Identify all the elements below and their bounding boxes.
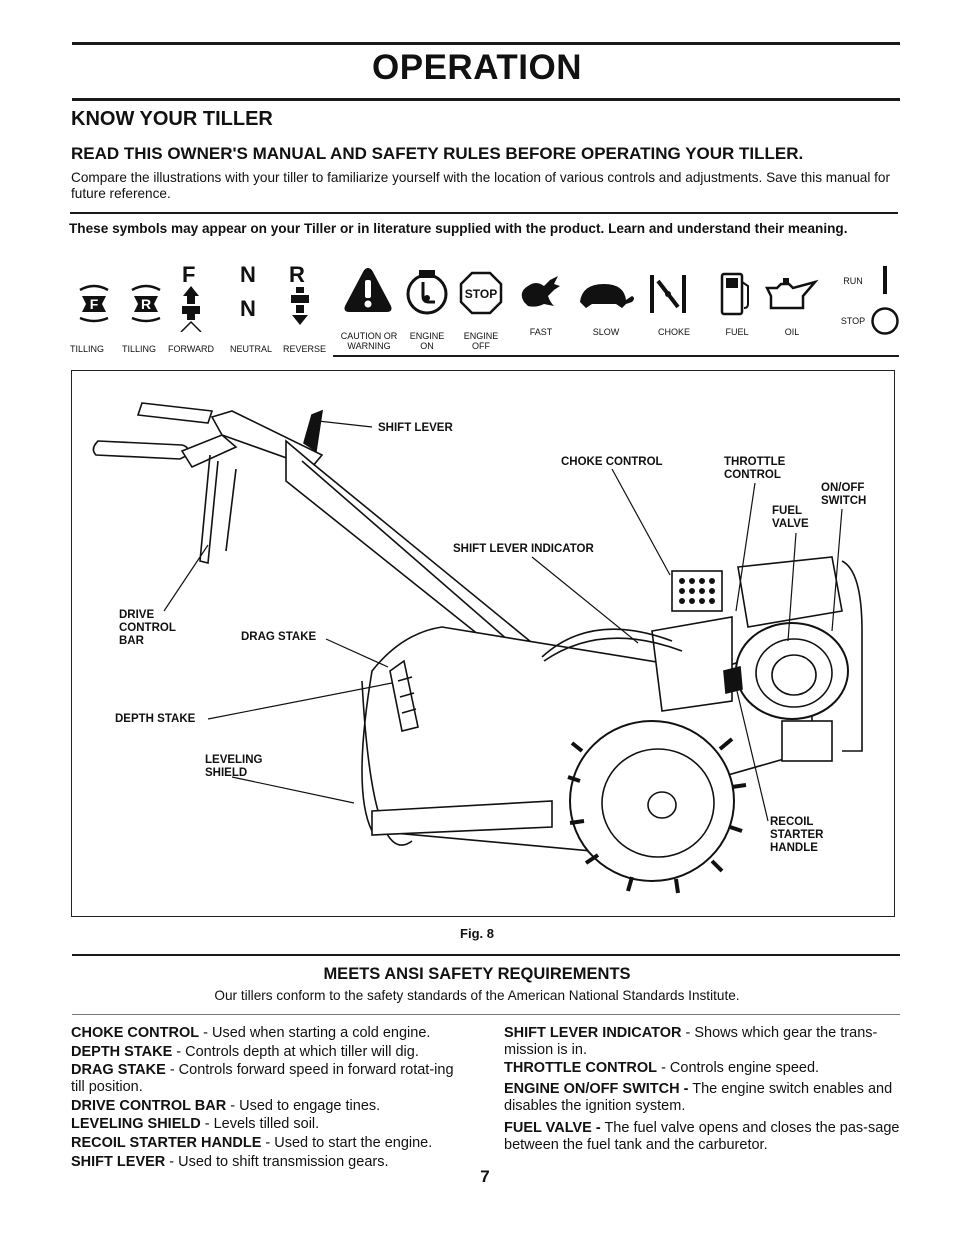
definition-shift-lever: SHIFT LEVER - Used to shift transmission… xyxy=(71,1154,389,1170)
top-rule xyxy=(72,42,900,45)
definition-drive-control-bar: DRIVE CONTROL BAR - Used to engage tines… xyxy=(71,1098,381,1114)
engine-off-stop-icon: STOP xyxy=(459,271,503,315)
symbol-label-tilling-2: TILLING xyxy=(122,344,157,354)
stop-sign-text: STOP xyxy=(465,287,497,301)
tiller-figure: SHIFT LEVER CHOKE CONTROL THROTTLE CONTR… xyxy=(71,370,895,917)
callout-leveling-shield: LEVELING SHIELD xyxy=(205,754,263,779)
ansi-top-rule xyxy=(72,954,900,956)
tilling-forward-letter: F xyxy=(90,296,99,312)
symbol-label-forward: FORWARD xyxy=(168,344,214,354)
definition-throttle-control: THROTTLE CONTROL - Controls engine speed… xyxy=(504,1060,820,1076)
symbol-label-stop: STOP xyxy=(840,316,866,326)
callout-recoil-starter-handle: RECOIL STARTER HANDLE xyxy=(770,816,824,854)
page-number: 7 xyxy=(480,1167,490,1186)
forward-letter: F xyxy=(182,262,196,287)
fast-rabbit-icon xyxy=(521,276,560,307)
title-rule xyxy=(72,98,900,101)
definition-choke-control: CHOKE CONTROL - Used when starting a col… xyxy=(71,1025,431,1041)
stop-circle-icon xyxy=(871,307,899,335)
slow-turtle-icon xyxy=(580,284,634,308)
forward-arrow-icon xyxy=(180,286,202,332)
symbol-label-neutral: NEUTRAL xyxy=(230,344,273,354)
symbols-top-rule xyxy=(70,212,898,214)
run-bar-icon xyxy=(883,266,887,294)
intro-paragraph: Compare the illustrations with your till… xyxy=(71,170,891,201)
oil-can-icon xyxy=(764,278,819,310)
callout-throttle-control: THROTTLE CONTROL xyxy=(724,456,786,481)
tilling-forward-icon: F xyxy=(79,284,109,323)
symbol-label-engine-off: ENGINE OFF xyxy=(463,331,499,351)
callout-fuel-valve: FUEL VALVE xyxy=(772,505,809,530)
read-manual-heading: READ THIS OWNER'S MANUAL AND SAFETY RULE… xyxy=(71,144,804,163)
figure-caption: Fig. 8 xyxy=(460,926,494,941)
symbol-label-choke: CHOKE xyxy=(657,327,690,337)
definition-drag-stake: DRAG STAKE - Controls forward speed in f… xyxy=(71,1062,454,1095)
callout-drag-stake: DRAG STAKE xyxy=(241,631,317,643)
tilling-reverse-letter: R xyxy=(141,296,151,312)
definition-fuel-valve: FUEL VALVE - The fuel valve opens and cl… xyxy=(504,1120,900,1153)
reverse-letter: R xyxy=(289,262,305,287)
callout-drive-control-bar: DRIVE CONTROL BAR xyxy=(119,609,176,647)
definition-engine-on-off-switch: ENGINE ON/OFF SWITCH - The engine switch… xyxy=(504,1081,893,1114)
definition-depth-stake: DEPTH STAKE - Controls depth at which ti… xyxy=(71,1044,419,1060)
page-title: OPERATION xyxy=(372,48,582,87)
ansi-text: Our tillers conform to the safety standa… xyxy=(214,988,740,1003)
tilling-reverse-icon: R xyxy=(131,284,161,323)
symbol-label-oil: OIL xyxy=(784,327,800,337)
callout-shift-lever: SHIFT LEVER xyxy=(378,422,453,434)
neutral-letter-top: N xyxy=(240,262,256,287)
reverse-arrow-icon xyxy=(291,287,309,325)
symbol-label-tilling-1: TILLING xyxy=(70,344,105,354)
engine-on-icon xyxy=(406,270,448,315)
neutral-letter-bottom: N xyxy=(240,296,256,321)
ansi-title: MEETS ANSI SAFETY REQUIREMENTS xyxy=(323,965,631,983)
definition-leveling-shield: LEVELING SHIELD - Levels tilled soil. xyxy=(71,1116,320,1132)
symbols-bottom-rule xyxy=(333,355,899,357)
fuel-pump-icon xyxy=(720,272,749,316)
symbol-label-slow: SLOW xyxy=(592,327,620,337)
symbol-label-caution: CAUTION OR WARNING xyxy=(340,331,398,351)
callout-on-off-switch: ON/OFF SWITCH xyxy=(821,482,867,507)
symbol-label-engine-on: ENGINE ON xyxy=(409,331,445,351)
tiller-illustration xyxy=(92,402,863,894)
ansi-bottom-rule xyxy=(72,1014,900,1015)
choke-icon xyxy=(650,275,686,313)
callout-shift-lever-indicator: SHIFT LEVER INDICATOR xyxy=(453,543,594,555)
symbol-label-fast: FAST xyxy=(529,327,553,337)
definition-recoil-starter-handle: RECOIL STARTER HANDLE - Used to start th… xyxy=(71,1135,433,1151)
symbols-note: These symbols may appear on your Tiller … xyxy=(69,221,848,236)
caution-warning-icon xyxy=(344,268,392,312)
symbol-label-run: RUN xyxy=(843,276,863,286)
definition-shift-lever-indicator: SHIFT LEVER INDICATOR - Shows which gear… xyxy=(504,1025,878,1058)
callout-depth-stake: DEPTH STAKE xyxy=(115,713,196,725)
symbol-label-fuel: FUEL xyxy=(725,327,749,337)
section-heading: KNOW YOUR TILLER xyxy=(71,108,273,130)
callout-choke-control: CHOKE CONTROL xyxy=(561,456,663,468)
symbol-label-reverse: REVERSE xyxy=(283,344,327,354)
